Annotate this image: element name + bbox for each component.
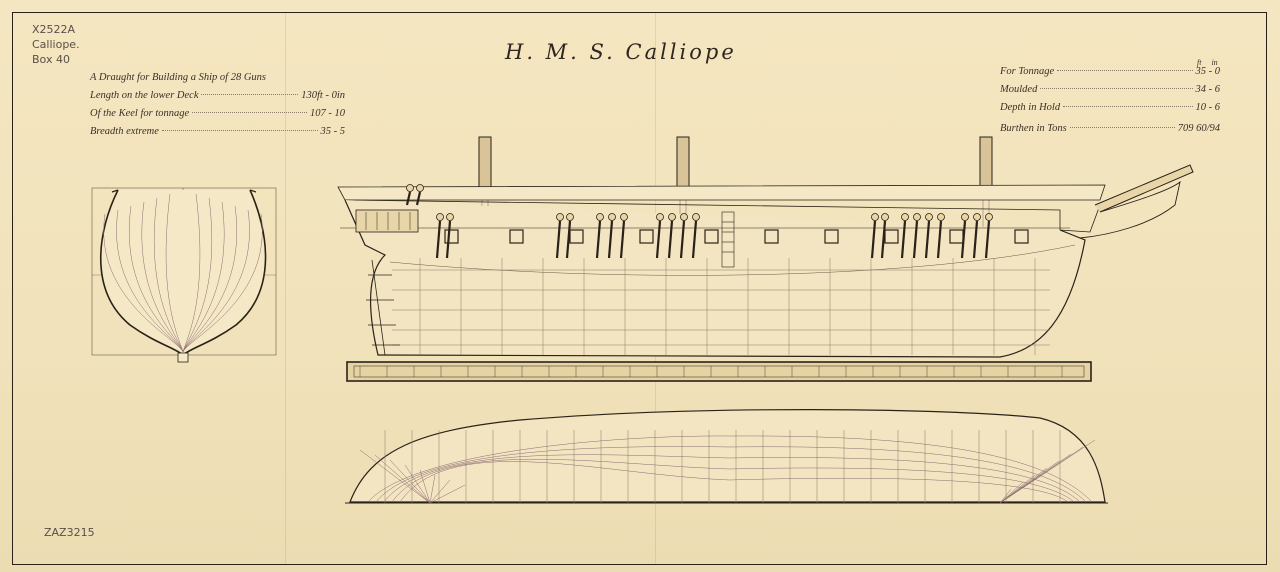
archive-reference: ZAZ3215: [44, 526, 95, 539]
archive-number: X2522A: [32, 23, 76, 36]
spec-row: Breadth extreme 35 - 5: [90, 126, 345, 144]
spec-value: 130ft - 0in: [301, 90, 345, 101]
spec-label: For Tonnage: [1000, 66, 1055, 77]
body-plan: [91, 187, 277, 363]
spec-row: Length on the lower Deck 130ft - 0in: [90, 90, 345, 108]
fold-line: [285, 12, 286, 565]
spec-value: 107 - 10: [310, 108, 345, 119]
spec-row: Moulded 34 - 6: [1000, 84, 1220, 102]
spec-label: Burthen in Tons: [1000, 123, 1067, 134]
spec-heading: A Draught for Building a Ship of 28 Guns: [90, 72, 266, 83]
mast: [979, 136, 993, 190]
spec-value: 709 60/94: [1177, 123, 1220, 134]
spec-value: 34 - 6: [1195, 84, 1221, 95]
spec-label: Length on the lower Deck: [90, 90, 199, 101]
archive-ship-name: Calliope.: [32, 38, 80, 51]
spec-row: Depth in Hold 10 - 6: [1000, 102, 1220, 120]
spec-value: 35 - 0: [1195, 66, 1221, 77]
right-specifications: For Tonnage 35 - 0 Moulded 34 - 6 Depth in…: [1000, 66, 1220, 141]
half-breadth-plan: [345, 409, 1108, 504]
archive-box: Box 40: [32, 53, 70, 66]
spec-row: For Tonnage 35 - 0: [1000, 66, 1220, 84]
units-header: ft in: [1197, 58, 1218, 67]
spec-label: Moulded: [1000, 84, 1038, 95]
mast: [478, 136, 492, 190]
left-specifications: A Draught for Building a Ship of 28 Guns…: [90, 72, 345, 144]
spec-row: Of the Keel for tonnage 107 - 10: [90, 108, 345, 126]
mast: [676, 136, 690, 190]
sheer-plan: [337, 136, 1194, 382]
spec-row: Burthen in Tons 709 60/94: [1000, 123, 1220, 141]
spec-label: Depth in Hold: [1000, 102, 1061, 113]
spec-value: 10 - 6: [1195, 102, 1221, 113]
sheet-border: [12, 12, 1267, 565]
spec-value: 35 - 5: [320, 126, 346, 137]
drawing-title: H. M. S. Calliope: [505, 40, 737, 64]
spec-label: Of the Keel for tonnage: [90, 108, 190, 119]
archive-notes: X2522A Calliope. Box 40: [32, 22, 80, 67]
spec-label: Breadth extreme: [90, 126, 159, 137]
